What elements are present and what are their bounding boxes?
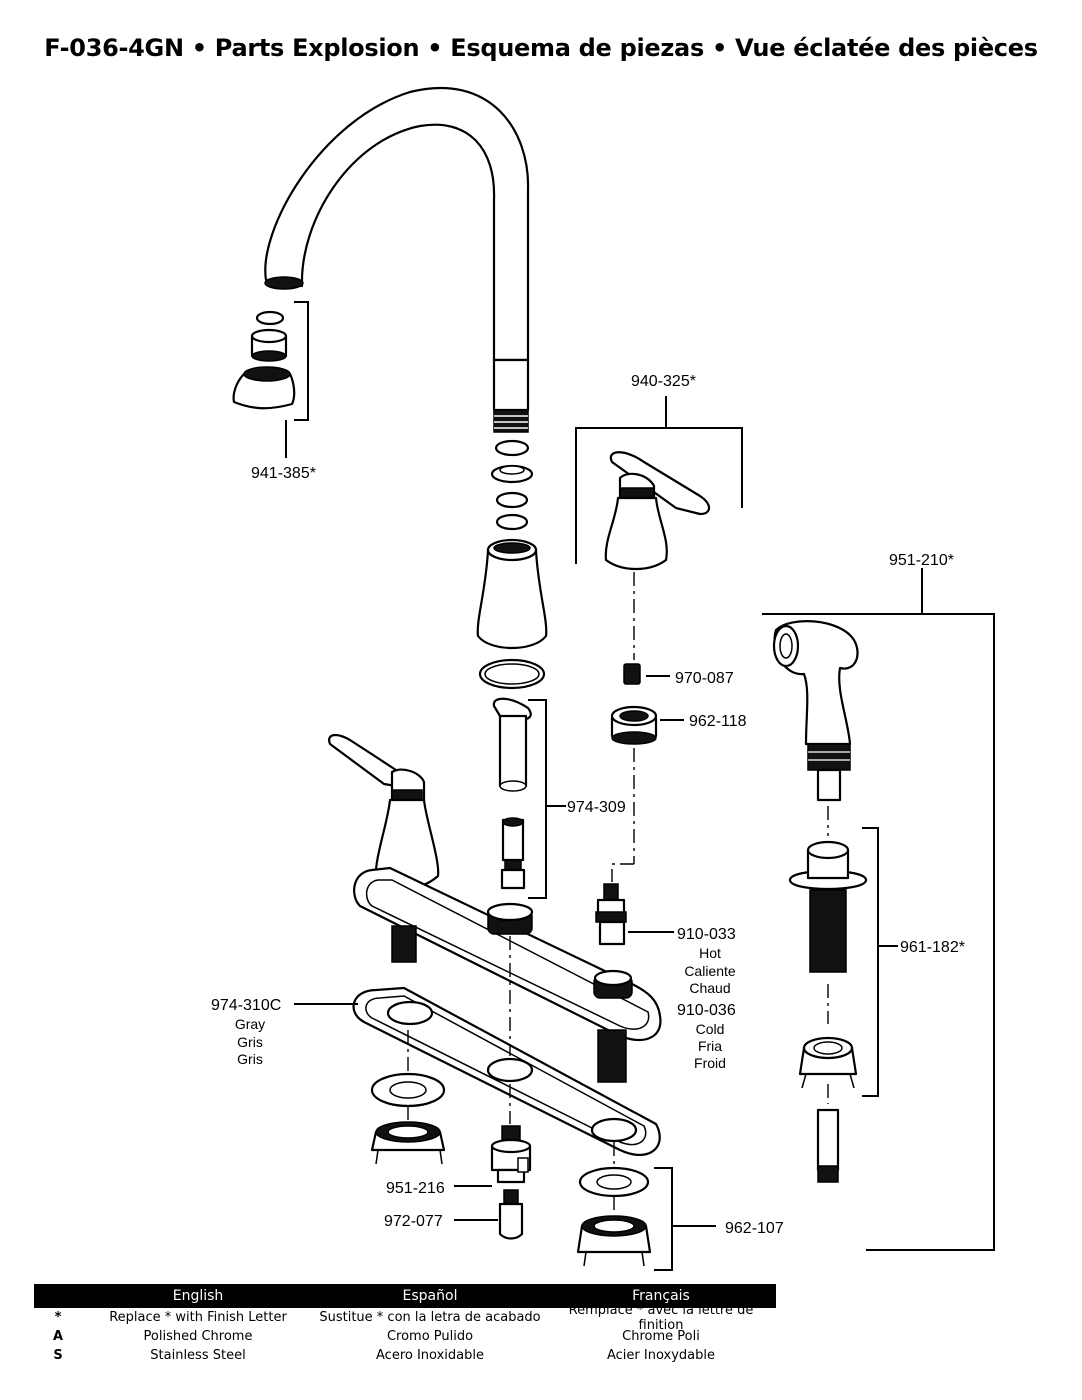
hose-connector-drawing xyxy=(490,1125,532,1184)
legend-row: S Stainless Steel Acero Inoxidable Acier… xyxy=(34,1346,776,1365)
legend-english: Polished Chrome xyxy=(143,1329,253,1344)
label-aerator: 941-385* xyxy=(251,465,316,482)
bonnet-nut-drawing xyxy=(610,705,658,745)
legend-row: A Polished Chrome Cromo Pulido Chrome Po… xyxy=(34,1327,776,1346)
deck-plate-drawing xyxy=(352,986,661,1156)
legend-english: Replace * with Finish Letter xyxy=(109,1310,287,1325)
label-deck-plate-fr: Gris xyxy=(237,1051,263,1067)
label-diverter: 974-309 xyxy=(567,799,626,816)
spray-holder-drawing xyxy=(788,840,868,1183)
legend-spanish: Sustitue * con la letra de acabado xyxy=(319,1310,541,1325)
handle-adapter-drawing xyxy=(623,663,641,685)
title-separator-1: • xyxy=(191,34,207,62)
label-cartridge-cold: 910-036 xyxy=(677,1002,736,1019)
spout-collar-drawing xyxy=(476,538,548,690)
title-separator-3: • xyxy=(711,34,727,62)
label-cold-fr: Froid xyxy=(694,1055,726,1071)
diverter-drawing xyxy=(492,697,532,890)
parts-explosion-diagram: 941-385* 940-325* 951-210* 970-087 962-1… xyxy=(211,86,995,1271)
legend-key: A xyxy=(52,1329,64,1344)
legend-header-french: Français xyxy=(632,1288,690,1304)
label-handle: 940-325* xyxy=(631,373,696,390)
page-title: F-036-4GN•Parts Explosion•Esquema de pie… xyxy=(0,34,1082,62)
faucet-base-drawing xyxy=(353,866,662,1083)
label-bonnet-nut: 962-118 xyxy=(689,713,747,730)
right-handle-drawing xyxy=(604,451,711,570)
label-adapter: 972-077 xyxy=(384,1213,443,1230)
label-hot-fr: Chaud xyxy=(689,980,730,996)
title-model: F-036-4GN xyxy=(44,34,184,62)
aerator-drawing xyxy=(232,310,296,410)
cartridge-drawing xyxy=(595,883,627,946)
legend-spanish: Acero Inoxidable xyxy=(376,1348,484,1363)
left-handle-drawing xyxy=(328,734,440,890)
title-french: Vue éclatée des pièces xyxy=(734,34,1038,62)
legend-header-english: English xyxy=(172,1288,224,1304)
right-mounting-nut-drawing xyxy=(576,1166,652,1267)
spray-head-drawing xyxy=(772,620,859,802)
legend-french: Remplace * avec la lettre de finition xyxy=(568,1302,754,1333)
label-spray-head: 951-210* xyxy=(889,552,954,569)
label-cold-en: Cold xyxy=(696,1021,725,1037)
spout-drawing xyxy=(264,86,530,433)
label-deck-plate-es: Gris xyxy=(237,1034,263,1050)
legend-french: Acier Inoxydable xyxy=(607,1348,715,1363)
legend-french: Chrome Poli xyxy=(622,1329,700,1344)
label-cold-es: Fria xyxy=(698,1038,722,1054)
adapter-drawing xyxy=(498,1189,524,1240)
legend-header-row: English Español Français xyxy=(34,1284,776,1308)
legend-english: Stainless Steel xyxy=(150,1348,246,1363)
legend-header-spanish: Español xyxy=(402,1288,458,1304)
label-deck-plate-en: Gray xyxy=(235,1016,265,1032)
legend-spanish: Cromo Pulido xyxy=(386,1329,474,1344)
legend-key: * xyxy=(54,1310,62,1325)
label-hot-en: Hot xyxy=(699,945,721,961)
legend-row: * Replace * with Finish Letter Sustitue … xyxy=(34,1303,776,1333)
title-separator-2: • xyxy=(427,34,443,62)
label-mounting-kit: 962-107 xyxy=(725,1220,784,1237)
label-deck-plate: 974-310C xyxy=(211,997,281,1014)
label-cartridge-hot: 910-033 xyxy=(677,926,736,943)
finish-legend-table: English Español Français * Replace * wit… xyxy=(34,1284,776,1365)
label-hose-connector: 951-216 xyxy=(386,1180,445,1197)
title-spanish: Esquema de piezas xyxy=(450,34,704,62)
spout-rings-drawing xyxy=(490,439,534,531)
left-mounting-nut-drawing xyxy=(370,1072,446,1165)
label-handle-adapter: 970-087 xyxy=(675,670,734,687)
legend-key: S xyxy=(53,1348,63,1363)
label-spray-holder: 961-182* xyxy=(900,939,965,956)
title-english: Parts Explosion xyxy=(214,34,420,62)
label-hot-es: Caliente xyxy=(684,963,736,979)
